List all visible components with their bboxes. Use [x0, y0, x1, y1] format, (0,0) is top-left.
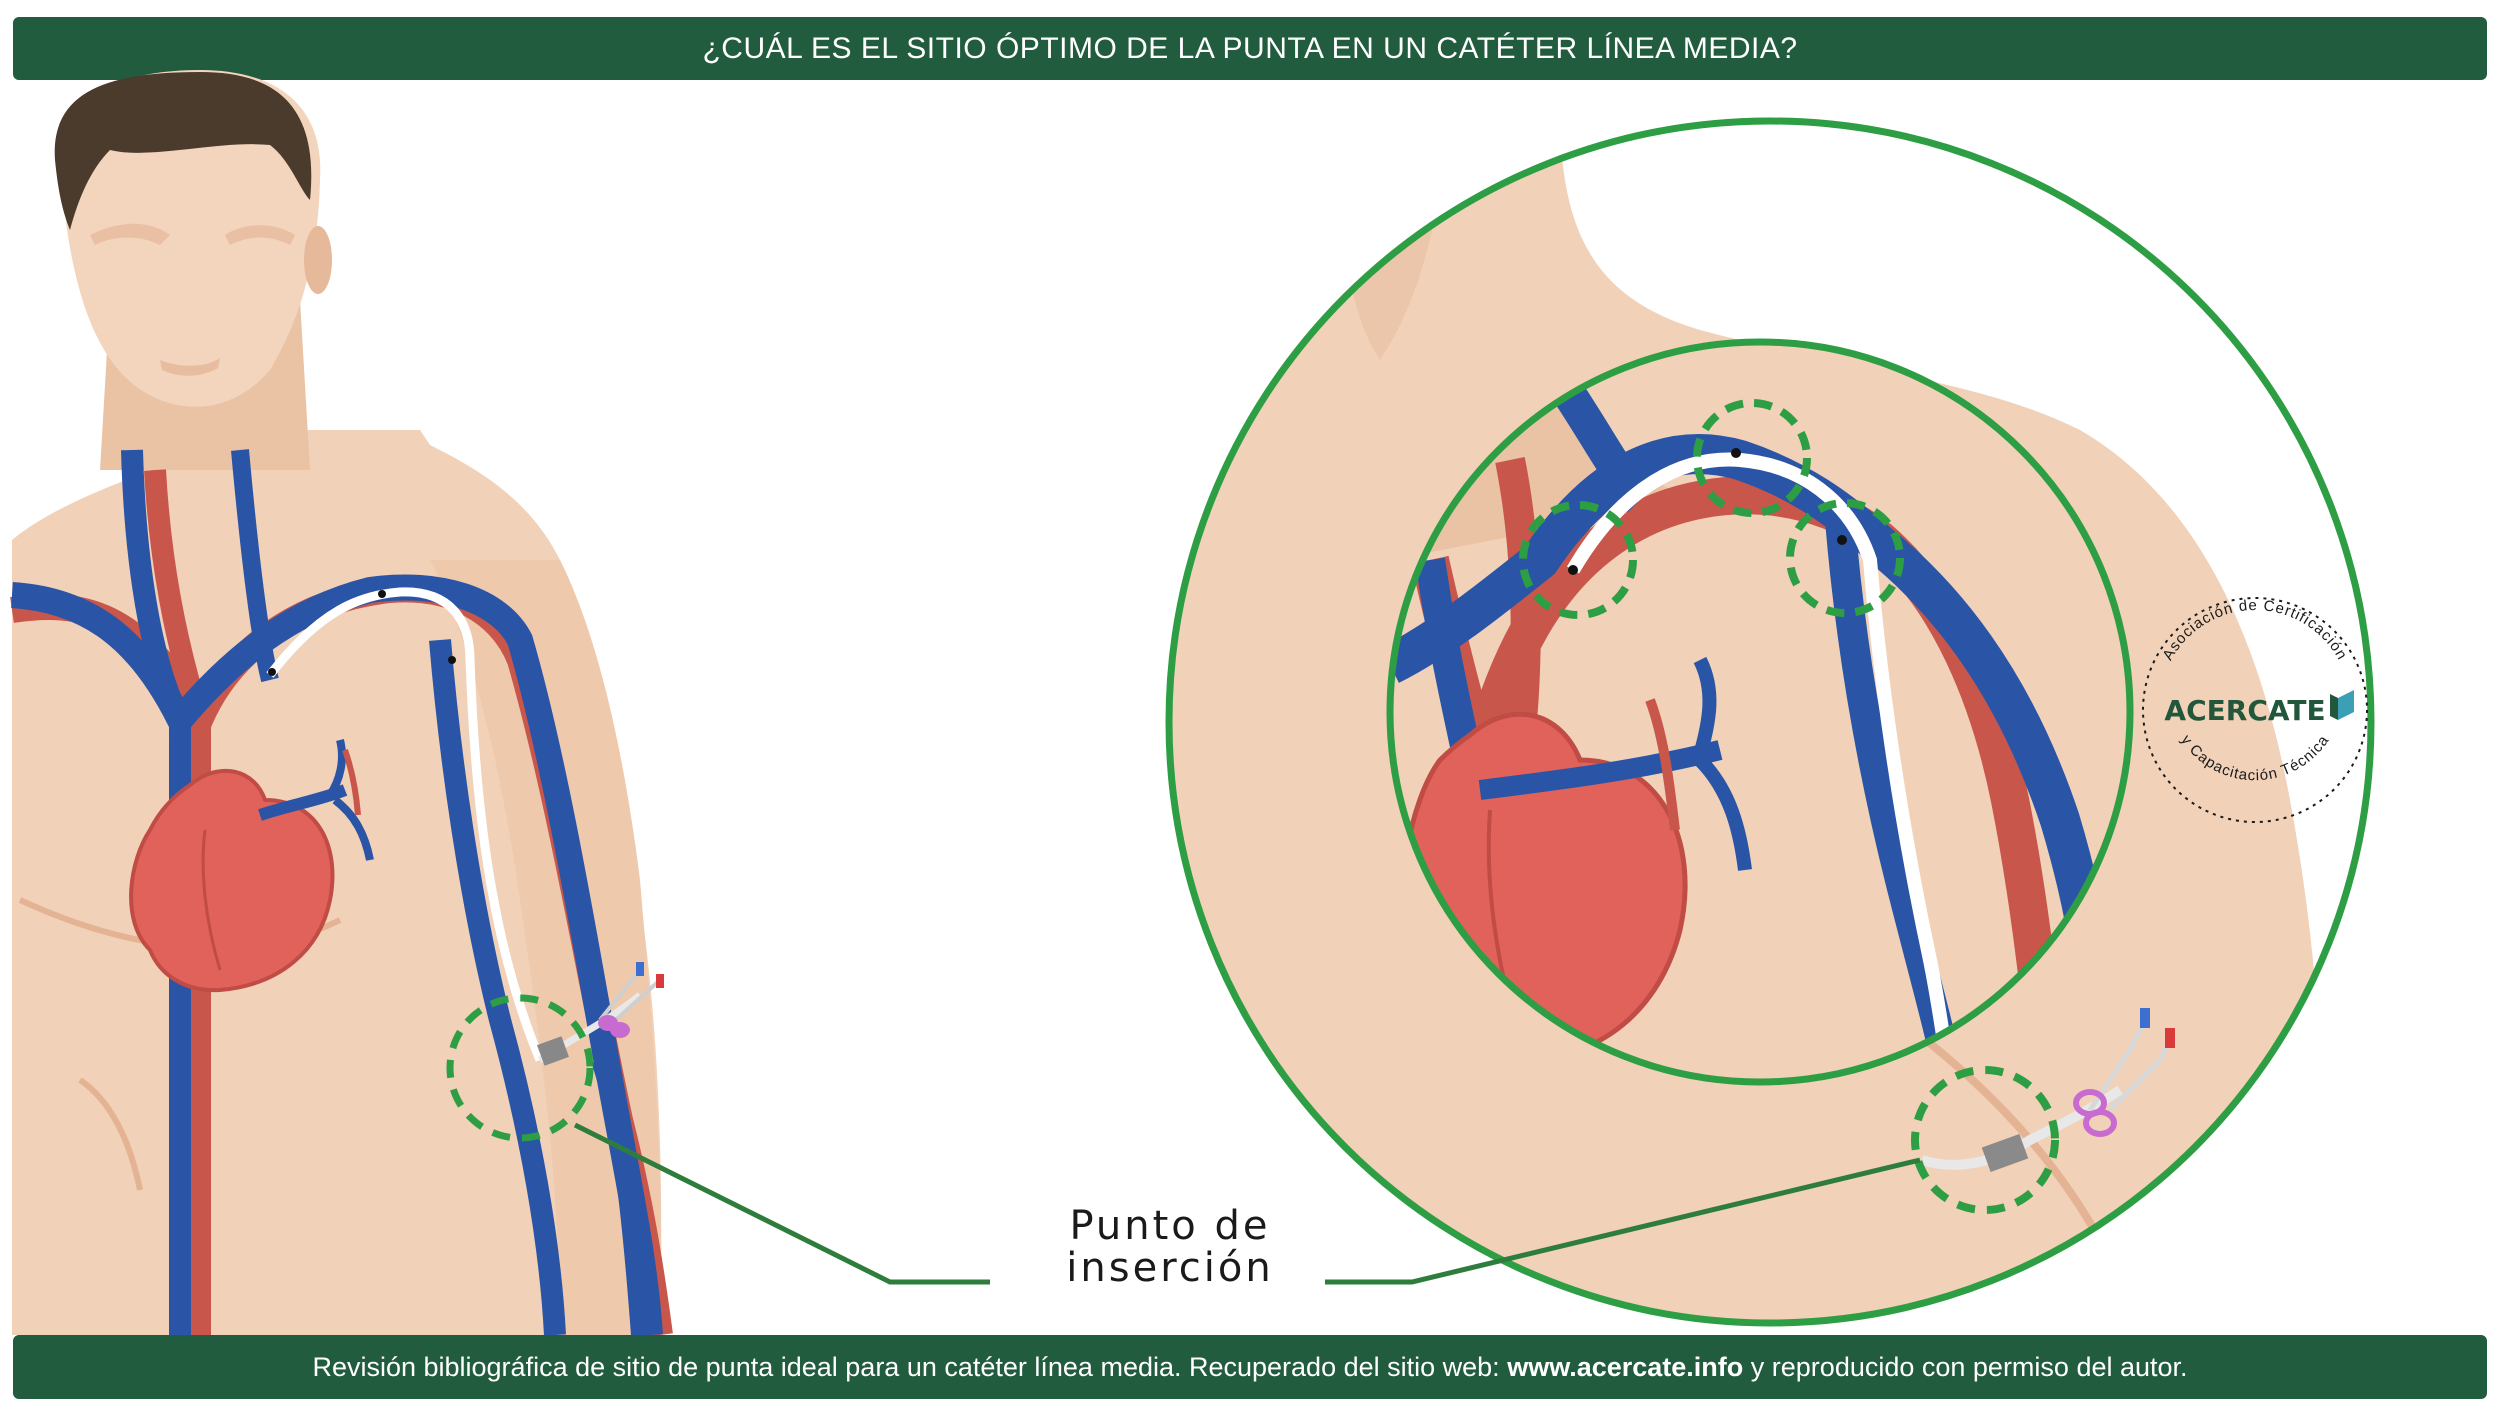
title-banner: ¿CUÁL ES EL SITIO ÓPTIMO DE LA PUNTA EN …	[13, 17, 2487, 80]
tip-highlight	[1519, 501, 1637, 619]
label-line-1: Punto de	[1069, 1203, 1271, 1249]
basilic-vein	[429, 639, 566, 1336]
catheter-tip	[448, 656, 456, 664]
connector-line-right	[1325, 1157, 1921, 1285]
insertion-highlight	[446, 994, 594, 1142]
acercate-logo: Asociación de Certificación y Capacitaci…	[2142, 597, 2368, 823]
tip-highlight	[1693, 399, 1811, 517]
insertion-highlight-magnified	[1911, 1066, 2059, 1214]
logo-arc-bottom: y Capacitación Técnica	[2177, 732, 2331, 784]
connector-line-left	[573, 1122, 990, 1285]
magnified-chest	[1386, 338, 2134, 1086]
logo-arc-top: Asociación de Certificación	[2159, 597, 2349, 663]
ear	[304, 226, 332, 294]
svg-text:y Capacitación Técnica: y Capacitación Técnica	[2177, 732, 2332, 784]
label-line-2: inserción	[1066, 1245, 1274, 1291]
catheter-tip	[378, 590, 386, 598]
footer-text-end: y reproducido con permiso del autor.	[1743, 1352, 2188, 1382]
jugular-vein-right	[231, 449, 279, 683]
footer-link[interactable]: www.acercate.info	[1507, 1352, 1744, 1382]
cephalic-vein	[591, 1057, 649, 1336]
magnifier-ring-inner	[1386, 338, 2134, 1086]
heart	[129, 768, 335, 993]
tip-highlight	[1786, 499, 1904, 617]
footer-text: Revisión bibliográfica de sitio de punta…	[312, 1352, 1508, 1382]
catheter-hub-magnified	[1920, 1008, 2175, 1173]
svg-text:Asociación de Certificación: Asociación de Certificación	[2159, 597, 2350, 663]
insertion-point-label: Punto de inserción	[1000, 1205, 1340, 1289]
magnifier-ring-outer	[1165, 117, 2375, 1327]
head	[60, 70, 321, 407]
hair	[54, 72, 312, 230]
midline-catheter	[266, 587, 545, 1062]
logo-brand: ACERCATE	[2164, 694, 2325, 727]
catheter-tip	[268, 668, 276, 676]
catheter-hub	[537, 962, 664, 1066]
footer-banner: Revisión bibliográfica de sitio de punta…	[13, 1335, 2487, 1399]
cube-icon	[2330, 690, 2354, 720]
human-figure	[10, 70, 673, 1337]
page-title: ¿CUÁL ES EL SITIO ÓPTIMO DE LA PUNTA EN …	[702, 32, 1798, 65]
